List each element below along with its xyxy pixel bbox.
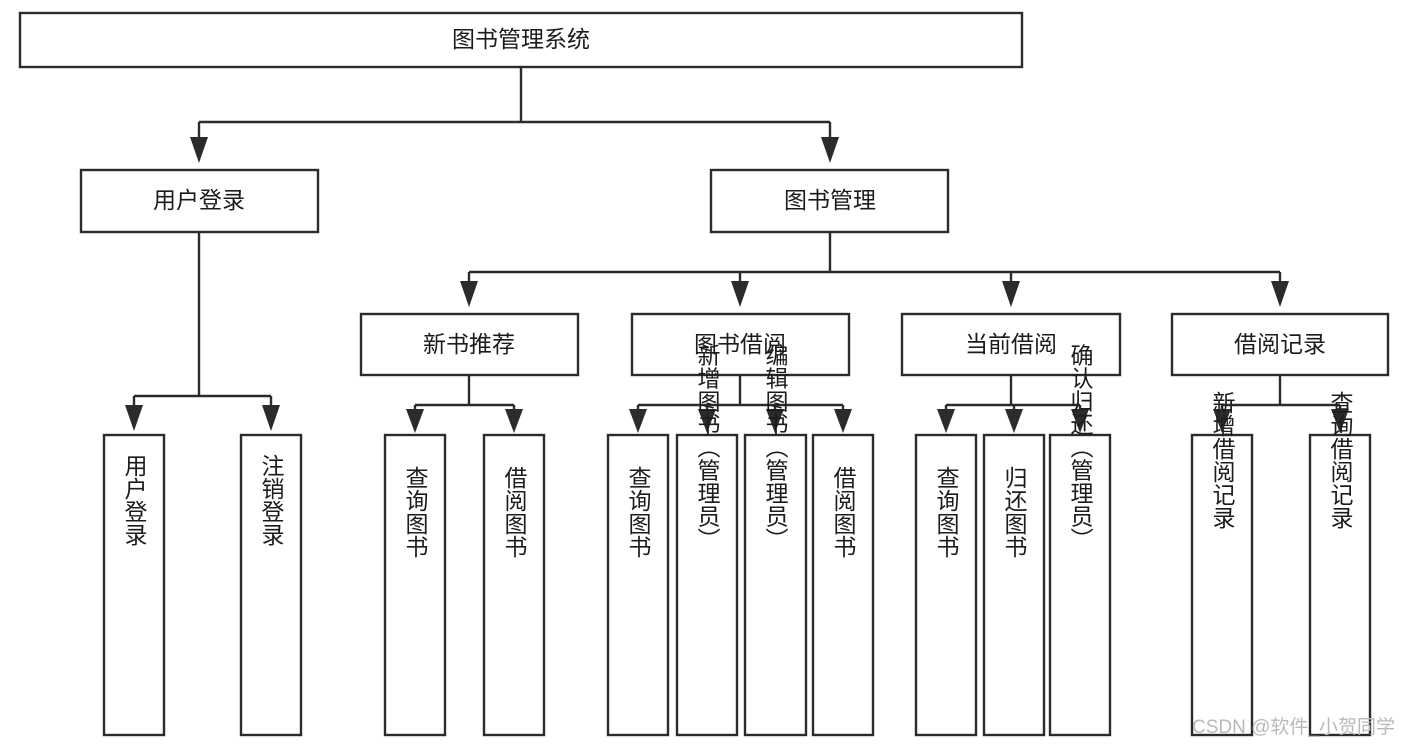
node-borrow-record-rect[interactable] bbox=[1170, 312, 1390, 377]
node-book-borrow-rect[interactable] bbox=[630, 312, 851, 377]
node-borrow-record[interactable]: 借阅记录 bbox=[1170, 312, 1390, 377]
arrow-head-current bbox=[1002, 281, 1020, 307]
node-book-management-rect[interactable] bbox=[709, 168, 950, 234]
node-root-system-rect[interactable] bbox=[18, 11, 1024, 69]
node-borrow-record-label: 借阅记录 bbox=[1234, 331, 1326, 357]
connector-group-newbook-to-leaves bbox=[406, 375, 523, 433]
arrow-head-cb-leaf2 bbox=[1005, 409, 1023, 433]
leaf-node-current-borrow-1[interactable]: 查询图书 bbox=[914, 433, 978, 737]
arrow-head-ul-leaf1 bbox=[125, 405, 143, 431]
node-book-borrow-label: 图书借阅 bbox=[694, 331, 786, 357]
arrow-head-bb-leaf1 bbox=[629, 409, 647, 433]
node-new-book-recommend-label: 新书推荐 bbox=[423, 331, 515, 357]
arrow-head-nb-leaf2 bbox=[505, 409, 523, 433]
leaf-node-current-borrow-2-rect[interactable] bbox=[982, 433, 1046, 737]
node-new-book-recommend-rect[interactable] bbox=[359, 312, 580, 377]
node-root-system-label: 图书管理系统 bbox=[452, 26, 590, 52]
leaf-node-borrow-record-1[interactable]: 新增借阅记录 bbox=[1190, 391, 1254, 737]
leaf-node-current-borrow-3-label: 确认归还（管理员） bbox=[1067, 344, 1094, 551]
arrow-head-bb-leaf2 bbox=[698, 409, 716, 433]
connector-group-user-login-to-leaves bbox=[125, 232, 280, 431]
leaf-node-book-borrow-3[interactable]: 编辑图书（管理员） bbox=[743, 344, 808, 737]
node-user-login[interactable]: 用户登录 bbox=[79, 168, 320, 234]
leaf-node-book-borrow-2[interactable]: 新增图书（管理员） bbox=[675, 344, 739, 737]
connector-group-root-to-level2 bbox=[190, 67, 839, 163]
node-current-borrow-label: 当前借阅 bbox=[965, 331, 1057, 357]
node-new-book-recommend[interactable]: 新书推荐 bbox=[359, 312, 580, 377]
leaf-node-current-borrow-2[interactable]: 归还图书 bbox=[982, 433, 1046, 737]
arrow-head-cb-leaf1 bbox=[937, 409, 955, 433]
arrow-head-bb-leaf4 bbox=[834, 409, 852, 433]
leaf-node-book-borrow-3-rect[interactable] bbox=[743, 433, 808, 737]
leaf-node-book-borrow-2-rect[interactable] bbox=[675, 433, 739, 737]
leaf-node-current-borrow-3[interactable]: 确认归还（管理员） bbox=[1048, 344, 1112, 737]
leaf-node-user-login-2-label: 注销登录 bbox=[258, 454, 285, 546]
leaf-node-new-book-2[interactable]: 借阅图书 bbox=[482, 433, 546, 737]
connector-group-record-to-leaves bbox=[1213, 375, 1349, 433]
leaf-node-new-book-1[interactable]: 查询图书 bbox=[383, 433, 447, 737]
leaf-node-current-borrow-1-rect[interactable] bbox=[914, 433, 978, 737]
node-book-management[interactable]: 图书管理 bbox=[709, 168, 950, 234]
leaf-node-current-borrow-1-label: 查询图书 bbox=[933, 466, 960, 558]
arrow-head-br-leaf2 bbox=[1331, 409, 1349, 433]
leaf-node-book-borrow-1[interactable]: 查询图书 bbox=[606, 433, 670, 737]
node-book-borrow[interactable]: 图书借阅 bbox=[630, 312, 851, 377]
node-root-system[interactable]: 图书管理系统 bbox=[18, 11, 1024, 69]
node-current-borrow-rect[interactable] bbox=[900, 312, 1122, 377]
leaf-node-new-book-1-label: 查询图书 bbox=[402, 466, 429, 558]
leaf-node-current-borrow-3-rect[interactable] bbox=[1048, 433, 1112, 737]
node-user-login-rect[interactable] bbox=[79, 168, 320, 234]
leaf-node-borrow-record-2-label: 查询借阅记录 bbox=[1327, 391, 1354, 529]
connector-group-borrow-to-leaves bbox=[629, 375, 852, 433]
leaf-node-user-login-1-label: 用户登录 bbox=[121, 454, 148, 546]
leaf-node-user-login-2[interactable]: 注销登录 bbox=[239, 433, 303, 737]
leaf-node-book-borrow-4-label: 借阅图书 bbox=[830, 466, 857, 558]
arrow-head-record bbox=[1271, 281, 1289, 307]
csdn-watermark: CSDN @软件_小贺同学 bbox=[1192, 716, 1395, 738]
arrow-head-br-leaf1 bbox=[1213, 409, 1231, 433]
leaf-node-new-book-1-rect[interactable] bbox=[383, 433, 447, 737]
arrow-head-user-login bbox=[190, 137, 208, 163]
leaf-node-current-borrow-2-label: 归还图书 bbox=[1001, 466, 1028, 558]
leaf-node-user-login-1[interactable]: 用户登录 bbox=[102, 433, 166, 737]
node-current-borrow[interactable]: 当前借阅 bbox=[900, 312, 1122, 377]
connector-group-book-manage-to-level3 bbox=[460, 232, 1289, 307]
leaf-node-user-login-2-rect[interactable] bbox=[239, 433, 303, 737]
leaf-node-book-borrow-1-label: 查询图书 bbox=[625, 466, 652, 558]
leaf-node-book-borrow-4[interactable]: 借阅图书 bbox=[811, 433, 875, 737]
leaf-node-borrow-record-1-rect[interactable] bbox=[1190, 433, 1254, 737]
arrow-head-ul-leaf2 bbox=[262, 405, 280, 431]
leaf-node-new-book-2-label: 借阅图书 bbox=[501, 466, 528, 558]
arrow-head-newbook bbox=[460, 281, 478, 307]
connector-group-current-to-leaves bbox=[937, 375, 1089, 433]
arrow-head-bb-leaf3 bbox=[766, 409, 784, 433]
leaf-node-book-borrow-4-rect[interactable] bbox=[811, 433, 875, 737]
leaf-node-user-login-1-rect[interactable] bbox=[102, 433, 166, 737]
leaf-node-borrow-record-2-rect[interactable] bbox=[1308, 433, 1372, 737]
arrow-head-book-manage bbox=[821, 137, 839, 163]
leaf-node-book-borrow-3-label: 编辑图书（管理员） bbox=[762, 344, 789, 551]
arrow-head-borrow bbox=[731, 281, 749, 307]
leaf-node-book-borrow-2-label: 新增图书（管理员） bbox=[694, 344, 721, 551]
node-user-login-label: 用户登录 bbox=[153, 187, 245, 213]
leaf-node-new-book-2-rect[interactable] bbox=[482, 433, 546, 737]
leaf-node-borrow-record-2[interactable]: 查询借阅记录 bbox=[1308, 391, 1372, 737]
arrow-head-cb-leaf3 bbox=[1071, 409, 1089, 433]
leaf-node-book-borrow-1-rect[interactable] bbox=[606, 433, 670, 737]
node-book-management-label: 图书管理 bbox=[784, 187, 876, 213]
leaf-node-borrow-record-1-label: 新增借阅记录 bbox=[1209, 391, 1236, 529]
arrow-head-nb-leaf1 bbox=[406, 409, 424, 433]
